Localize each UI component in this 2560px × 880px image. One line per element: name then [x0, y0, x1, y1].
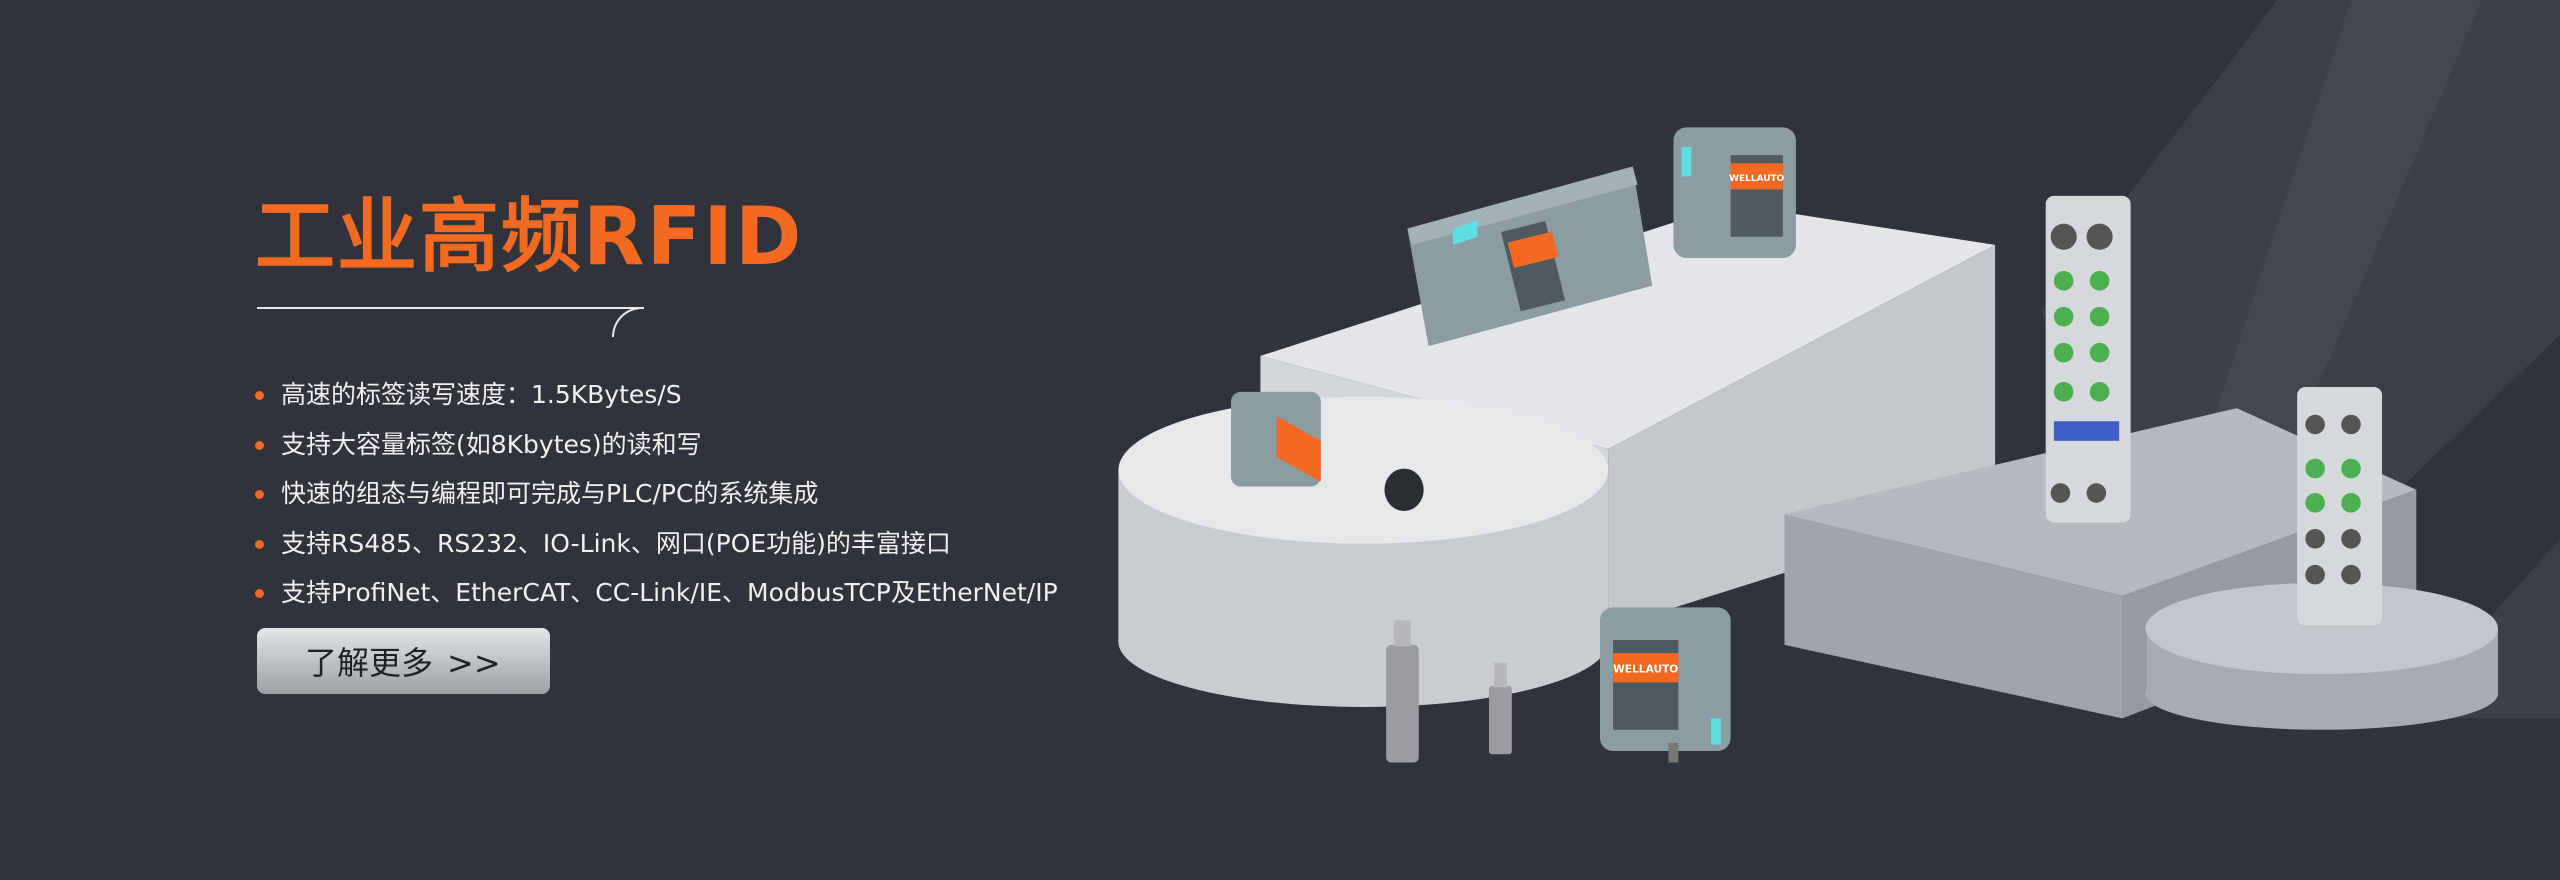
- rfid-reader-large: [1407, 166, 1653, 347]
- feature-list: 高速的标签读写速度：1.5KBytes/S 支持大容量标签(如8Kbytes)的…: [255, 375, 1058, 623]
- feature-text: 支持大容量标签(如8Kbytes)的读和写: [281, 429, 702, 459]
- proximity-sensors: [1386, 620, 1512, 763]
- left-cylinder-platform: [1118, 396, 1609, 707]
- bullet-icon: [255, 440, 264, 450]
- bullet-icon: [255, 589, 264, 598]
- learn-more-label: 了解更多: [305, 644, 434, 682]
- feature-item: 支持大容量标签(如8Kbytes)的读和写: [255, 425, 1058, 475]
- feature-item: 支持ProfiNet、EtherCAT、CC-Link/IE、ModbusTCP…: [255, 573, 1058, 623]
- bullet-icon: [255, 539, 264, 549]
- page-title: 工业高频RFID: [255, 190, 804, 283]
- brand-label: WELLAUTO: [1729, 174, 1785, 184]
- feature-text: 支持ProfiNet、EtherCAT、CC-Link/IE、ModbusTCP…: [281, 578, 1058, 607]
- feature-text: 支持RS485、RS232、IO-Link、网口(POE功能)的丰富接口: [281, 528, 951, 558]
- bullet-icon: [255, 391, 264, 400]
- feature-item: 快速的组态与编程即可完成与PLC/PC的系统集成: [255, 474, 1058, 524]
- brand-label: WELLAUTO: [1613, 663, 1678, 676]
- learn-more-button[interactable]: 了解更多 >>: [257, 628, 550, 694]
- feature-text: 高速的标签读写速度：1.5KBytes/S: [281, 380, 682, 409]
- rfid-tag-disc: [1384, 468, 1424, 512]
- io-module-small: [2297, 386, 2383, 626]
- rfid-reader-small: [1231, 391, 1321, 487]
- rfid-reader-bottom: WELLAUTO: [1600, 607, 1731, 763]
- io-module-large: [2045, 195, 2131, 523]
- bullet-icon: [255, 490, 264, 499]
- feature-text: 快速的组态与编程即可完成与PLC/PC的系统集成: [281, 479, 819, 508]
- feature-item: 支持RS485、RS232、IO-Link、网口(POE功能)的丰富接口: [255, 524, 1058, 574]
- double-chevron-right-icon: >>: [447, 644, 501, 682]
- title-divider: [257, 307, 642, 309]
- rfid-reader-top: WELLAUTO: [1673, 127, 1796, 258]
- feature-item: 高速的标签读写速度：1.5KBytes/S: [255, 375, 1058, 425]
